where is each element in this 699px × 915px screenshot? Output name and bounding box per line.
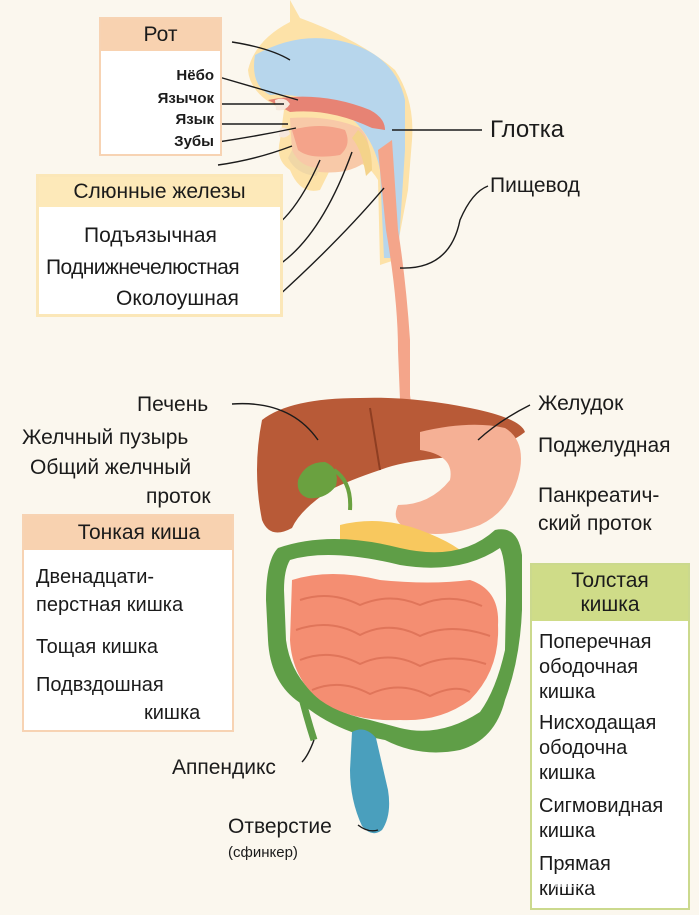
small-intestine-item-ileum-line2: кишка [144, 702, 201, 724]
small-intestine-item-jejunum: Тощая кишка [36, 636, 159, 658]
label-appendix: Аппендикс [172, 756, 276, 779]
large-intestine-header-line1: Толстая [571, 569, 649, 592]
large-intestine-header: Толстая кишка [532, 565, 688, 621]
salivary-item-sublingual: Подъязычная [84, 224, 217, 247]
pointer-lines [217, 41, 531, 832]
salivary-item-submandibular: Поднижнечелюстная [46, 256, 240, 279]
label-stomach: Желудок [538, 392, 624, 415]
label-pancreatic-duct-line2: ский проток [538, 512, 652, 535]
small-intestine-item-ileum-line1: Подвздошная [36, 674, 164, 696]
label-pancreas: Поджелудная [538, 434, 671, 457]
salivary-item-parotid: Околоушная [116, 287, 239, 310]
large-intestine-item-descending-2: ободочна [539, 737, 628, 759]
label-pancreatic-duct-line1: Панкреатич- [538, 484, 660, 507]
mouth-item-teeth: Зубы [174, 133, 214, 150]
salivary-glands-box: Слюнные железы [36, 174, 283, 317]
large-intestine-item-rectum-1: Прямая [539, 853, 611, 875]
large-intestine-item-transverse-1: Поперечная [539, 631, 652, 653]
large-intestine-header-line2: кишка [580, 593, 640, 616]
large-intestine-item-descending-1: Нисходащая [539, 712, 657, 734]
mouth-box: Рот Нёбо Язычок Язык Зубы [99, 17, 222, 156]
gallbladder-illustration [297, 462, 337, 499]
large-intestine-item-transverse-2: ободочная [539, 656, 639, 678]
watermark-text: intellect.icu [554, 874, 643, 891]
label-bile-duct-line2: проток [146, 485, 211, 508]
label-gallbladder: Желчный пузырь [22, 426, 189, 449]
label-liver: Печень [137, 393, 209, 416]
large-intestine-item-descending-3: кишка [539, 762, 596, 784]
mouth-header: Рот [101, 19, 220, 51]
large-intestine-item-sigmoid-1: Сигмовидная [539, 795, 664, 817]
large-intestine-box: Толстая кишка Поперечная ободочная кишка… [530, 563, 690, 910]
large-intestine-item-transverse-3: кишка [539, 681, 596, 703]
small-intestine-box: Тонкая киша Двенадцати- перстная кишка Т… [22, 514, 234, 732]
label-pharynx: Глотка [490, 116, 565, 143]
small-intestine-header: Тонкая киша [24, 516, 232, 550]
label-anus-note: (сфинкер) [228, 844, 298, 861]
head-illustration [248, 0, 413, 265]
mouth-item-palate: Нёбо [176, 67, 214, 84]
mouth-item-tongue: Язык [175, 111, 214, 128]
label-esophagus: Пищевод [490, 174, 580, 197]
label-anus: Отверстие [228, 815, 332, 838]
mouth-item-uvula: Язычок [157, 90, 214, 107]
watermark-logo: intellect.icu [512, 858, 694, 910]
small-intestine-item-duodenum-line2: перстная кишка [36, 594, 184, 616]
esophagus-illustration [378, 140, 430, 440]
large-intestine-item-rectum-2: кишка [539, 878, 596, 900]
label-bile-duct-line1: Общий желчный [30, 456, 192, 479]
salivary-header: Слюнные железы [39, 177, 280, 207]
small-intestine-item-duodenum-line1: Двенадцати- [36, 566, 155, 588]
small-intestine-illustration [290, 574, 499, 721]
large-intestine-item-sigmoid-2: кишка [539, 820, 596, 842]
rectum-illustration [350, 729, 390, 834]
stomach-illustration [395, 424, 521, 534]
